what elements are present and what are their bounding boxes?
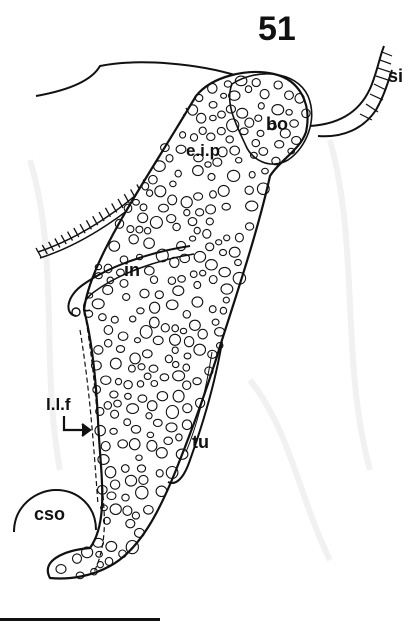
ridge-tick	[36, 248, 41, 257]
label-in: in	[124, 260, 140, 280]
label-tu: tu	[192, 432, 209, 452]
label-eip: e.i.p	[186, 141, 220, 160]
label-bo: bo	[266, 114, 288, 134]
siphon	[310, 46, 392, 136]
label-cso: cso	[34, 504, 65, 524]
label-si: si	[388, 66, 403, 86]
label-llf: l.l.f	[46, 395, 71, 414]
figure-number: 51	[258, 10, 296, 48]
scale-bar	[0, 618, 160, 621]
arrow-icon	[64, 416, 90, 436]
